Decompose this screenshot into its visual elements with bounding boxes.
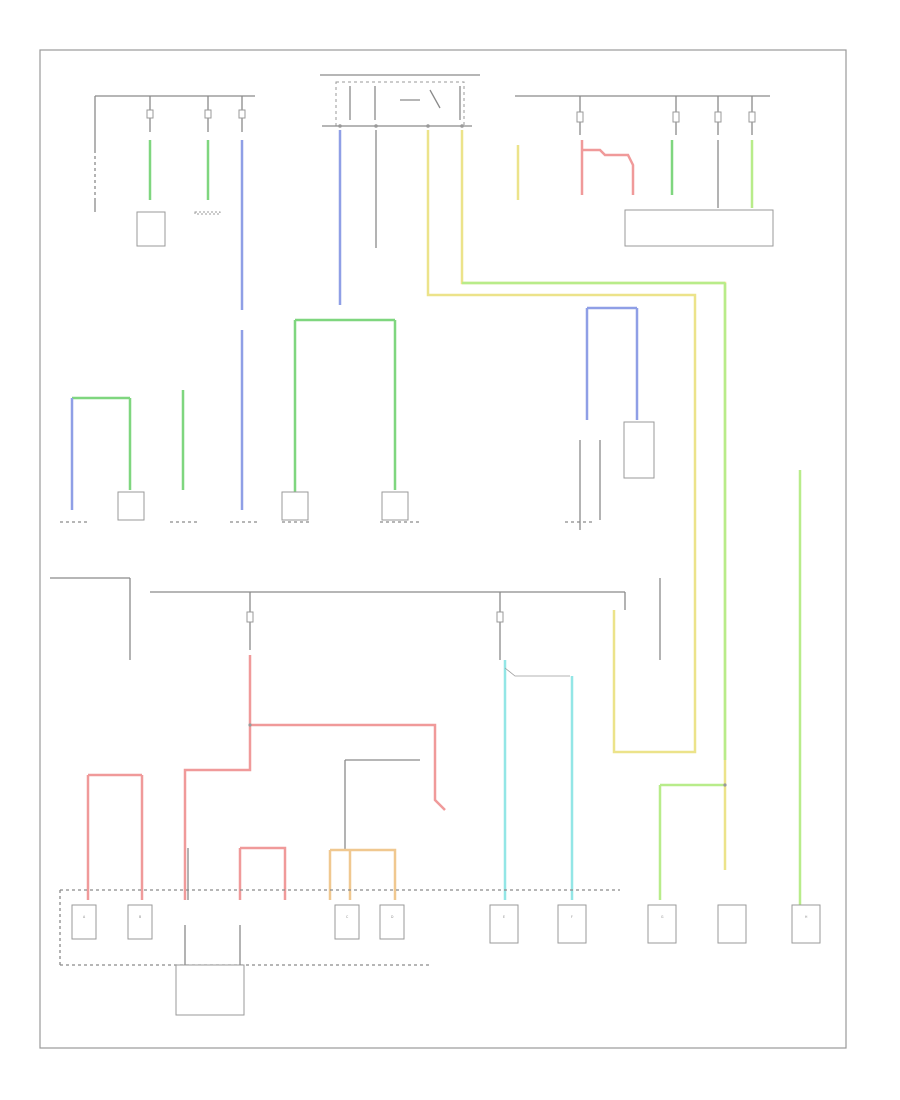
wire-yellow-1 (426, 130, 697, 754)
wire-orange (328, 848, 397, 900)
diagram-frame (39, 49, 847, 1049)
pin-a-label: A (83, 915, 86, 919)
pin-h-label: H (805, 915, 808, 919)
connector-pin-labels: A B C D E F G H (83, 915, 808, 919)
pin-b-label: B (139, 915, 141, 919)
section-divider (50, 577, 661, 660)
ignition-switch (320, 74, 480, 127)
wire-yellow-2 (460, 130, 727, 870)
wire-red-top (580, 140, 635, 195)
wire-blue-mid (585, 306, 637, 420)
wire-green-split (293, 318, 397, 510)
lower-module-bus (59, 889, 620, 966)
wire-gray-branch (187, 759, 420, 900)
pin-d-label: D (391, 915, 394, 919)
component-box-2 (194, 211, 221, 215)
wire-red-lower (183, 655, 446, 900)
pin-g-label: G (661, 915, 664, 919)
top-left-fuse-bus (94, 95, 255, 212)
pin-c-label: C (346, 915, 349, 919)
fuse-symbols-left (146, 109, 246, 119)
wire-lgreen-lower (658, 783, 725, 900)
lighting-control-module (624, 209, 774, 247)
pin-f-label: F (571, 915, 573, 919)
wire-lgreen-right (462, 281, 802, 910)
wire-red-left (86, 773, 144, 900)
middle-components (60, 421, 655, 530)
splice-points (248, 124, 727, 787)
fuse-lower-2 (496, 611, 504, 623)
wire-red-branch (238, 846, 287, 900)
wire-gray-cyan (504, 667, 570, 677)
pin-e-label: E (503, 915, 505, 919)
component-box-1 (136, 211, 166, 247)
lower-components (71, 904, 821, 1016)
top-right-fuse-bus (515, 95, 770, 135)
fuse-lower-1 (246, 611, 254, 623)
